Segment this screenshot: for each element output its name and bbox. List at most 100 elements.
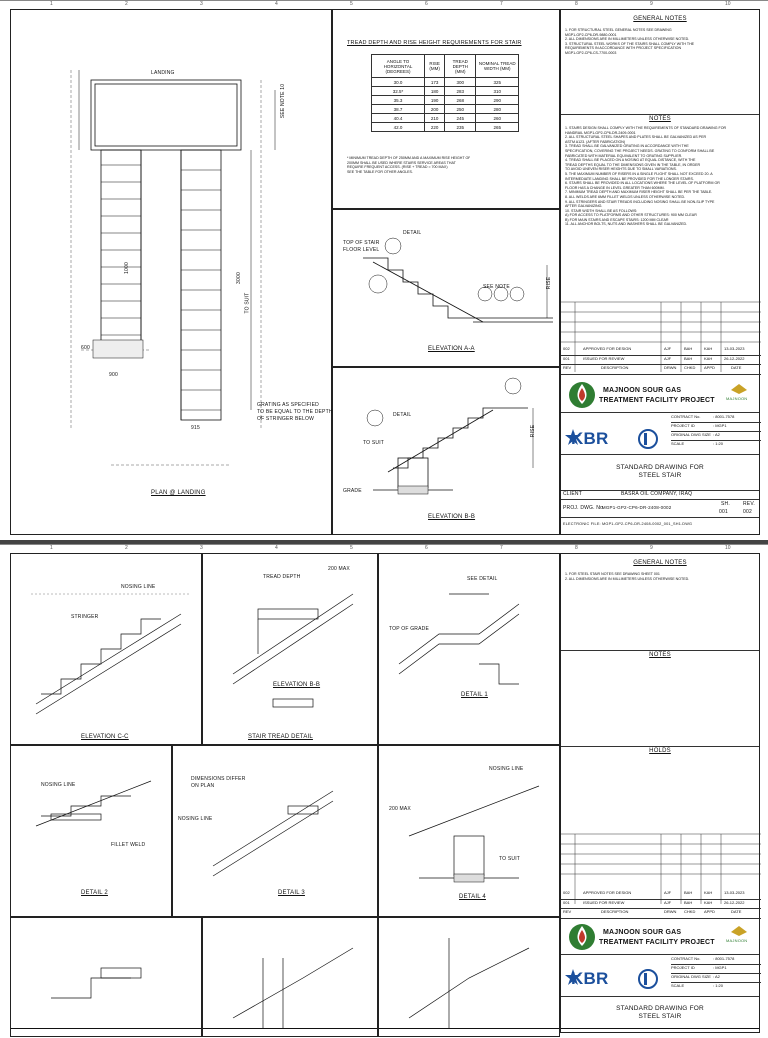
majnoon-logo-icon: [731, 384, 747, 394]
revision-row: 001 ISSUED FOR REVIEW AJF BAH KAH 26-12-…: [561, 355, 761, 365]
note-line: FLOOR HAS A CHANGE IN LEVEL GREATER THAN…: [565, 185, 665, 190]
detail-2-drawing: [35, 780, 152, 827]
table-cell: 42.0: [370, 122, 426, 132]
revision-header-row: REV DESCRIPTION DRWN CHKD APPD DATE: [561, 364, 761, 375]
plan-label-note: SEE NOTE 10: [280, 83, 287, 119]
contract-value: : 8001-7578: [713, 956, 735, 961]
note-line: 7. MINIMUM TREAD DEPTH AND MAXIMUM RISER…: [565, 190, 713, 195]
contract-row: SCALE: 1:20: [671, 983, 761, 991]
elevation-cc-title: ELEVATION C-C: [81, 734, 129, 740]
note-line: 2. ALL STRUCTURAL STEEL SHAPES AND PLATE…: [565, 135, 707, 140]
elevation-aa-panel: TOP OF STAIR FLOOR LEVEL DETAIL SEE NOTE…: [332, 209, 560, 367]
table-cell: 268: [444, 95, 477, 105]
contract-row: ORIGINAL DWG SIZE: A2: [671, 974, 761, 983]
detail-5-panel: [10, 917, 202, 1037]
revision-grid: [561, 301, 761, 372]
table-cell: 290: [475, 95, 519, 105]
general-note-line: 1. FOR STEEL STAIR NOTES SEE DRAWING SHE…: [565, 572, 660, 576]
elevation-bb-title: ELEVATION B-B: [428, 514, 476, 520]
title-block-2: GENERAL NOTES 1. FOR STEEL STAIR NOTES S…: [560, 553, 761, 1033]
detail-3-drawing: [212, 790, 334, 877]
rev-cell: DATE: [731, 909, 742, 914]
brand-right: MAJNOON: [726, 938, 748, 943]
rev-cell: AJF: [664, 346, 672, 351]
detail-6-panel: [202, 917, 378, 1037]
detail-4-title: DETAIL 4: [459, 894, 486, 900]
drawing-title-2: STEEL STAIR: [638, 1013, 682, 1020]
sheet-divider: [0, 540, 768, 544]
contract-label: CONTRACT No.: [671, 414, 701, 419]
general-note-line: MGP1-GP2-CP6-CS-7700-0003: [565, 50, 617, 55]
elev-bb-label-to-suit: TO SUIT: [363, 440, 385, 446]
elev-bb-label-rise: RISE: [530, 424, 537, 438]
rev-cell: 001: [563, 900, 570, 905]
rev-cell: 26-12-2022: [724, 900, 745, 905]
tread-label-200max: 200 MAX: [328, 566, 350, 572]
note-line: 11. ALL ANCHOR BOLTS, NUTS AND WASHERS S…: [565, 222, 688, 227]
plan-label-dim-915: 915: [191, 425, 200, 431]
note-line: TREAD DEPTHS EQUAL TO THE DIMENSIONS GIV…: [565, 162, 701, 167]
note-line: 6. STAIRS SHALL BE PROVIDED IN ALL LOCAT…: [565, 181, 720, 186]
detail4-label-200max: 200 MAX: [389, 806, 411, 812]
client-strip: CLIENT BASRA OIL COMPANY, IRAQ PROJ. DWG…: [560, 489, 760, 535]
project-name-1: MAJNOON SOUR GAS: [603, 387, 682, 394]
table-header: ANGLE TO HORIZONTAL (DEGREES): [370, 54, 426, 78]
notes: 1. STAIRS DESIGN SHALL COMPLY WITH THE R…: [565, 126, 757, 227]
contract-label: CONTRACT No.: [671, 956, 701, 961]
kbr-star-icon: [565, 429, 581, 445]
table-note-line: REQUIRE FREQUENT ACCESS. (RISE + TREAD =…: [347, 165, 448, 170]
table-cell: 245: [444, 113, 477, 123]
table-cell: 260: [475, 113, 519, 123]
elev-aa-label-detail: DETAIL: [403, 230, 422, 236]
rev-cell: AJF: [664, 890, 672, 895]
rev-cell: BAH: [684, 346, 693, 351]
note-line: 3. TREAD SHALL BE GALVANIZED GRATING IN …: [565, 144, 689, 149]
table-header: NOMINAL TREAD WIDTH (MM): [475, 54, 519, 78]
note-line: INTERMEDIATE LANDING SHALL BE PROVIDED F…: [565, 176, 694, 181]
plan-label-dim-1000: 1000: [123, 262, 130, 274]
rev-cell: APPROVED FOR DESIGN: [583, 346, 632, 351]
kbr-star-icon: [565, 969, 581, 985]
proj-dwg-value: : MGP1-GP2-CP6-DR-2408-0002: [599, 505, 672, 510]
electronic-filename: ELECTRONIC FILE: MGP1-GP2-CP6-DR-2408-00…: [563, 522, 693, 526]
table-note-line: SEE THE TABLE FOR OTHER ANGLES.: [347, 169, 413, 174]
detail3-label-differ: DIMENSIONS DIFFER: [191, 776, 246, 782]
note-line: 8. ALL WELDS ARE 6MM FILLET WELDS UNLESS…: [565, 194, 686, 199]
plan-label-landing: LANDING: [151, 70, 175, 76]
note-line: 4. TREAD SHALL BE PLACED ON A NOSING AT …: [565, 158, 696, 163]
table-cell: 280: [475, 104, 519, 114]
detail1-label-top-grade: TOP OF GRADE: [389, 626, 430, 632]
detail-1-drawing: [398, 593, 520, 685]
table-title: TREAD DEPTH AND RISE HEIGHT REQUIREMENTS…: [347, 40, 522, 46]
client-label: CLIENT: [563, 491, 582, 497]
detail4-label-nosing: NOSING LINE: [489, 766, 524, 772]
elevation-aa-drawing: [363, 237, 553, 323]
project-name-2: TREATMENT FACILITY PROJECT: [599, 939, 715, 946]
contract-row: ORIGINAL DWG SIZE: A2: [671, 432, 761, 441]
rev-cell: DATE: [731, 365, 742, 370]
elev-bb-label-grade: GRADE: [343, 488, 362, 494]
note-line: 1. STAIRS DESIGN SHALL COMPLY WITH THE R…: [565, 126, 727, 130]
client-value: BASRA OIL COMPANY, IRAQ: [621, 491, 693, 497]
table-cell: 210: [424, 113, 446, 123]
partner-logo-icon: [638, 969, 658, 989]
elevation-bb-panel: DETAIL TO SUIT GRADE RISE ELEVATION B-B: [332, 367, 560, 535]
note-line: TO AVOID UNEVEN RISER HEIGHTS DUE TO SMA…: [565, 167, 677, 172]
table-cell: 32.5*: [370, 86, 426, 96]
rev-cell: DRWN: [664, 365, 677, 370]
contract-label: ORIGINAL DWG SIZE: [671, 432, 711, 437]
rev-cell: BAH: [684, 890, 693, 895]
drawing-title-2: STEEL STAIR: [638, 472, 682, 479]
contract-label: PROJECT ID: [671, 965, 695, 970]
rev-cell: 13-03-2023: [724, 890, 745, 895]
general-note-line: 2. ALL DIMENSIONS ARE IN MILLIMETERS UNL…: [565, 37, 690, 42]
general-note-line: 1. FOR STRUCTURAL STEEL GENERAL NOTES SE…: [565, 28, 672, 32]
holds-title: HOLDS: [649, 748, 671, 754]
drawing-title-1: STANDARD DRAWING FOR: [616, 1005, 704, 1012]
stair-tread-panel: TREAD DEPTH 200 MAX ELEVATION B-B STAIR …: [202, 553, 378, 745]
company-logo: [569, 382, 595, 408]
rev-cell: 002: [563, 346, 570, 351]
